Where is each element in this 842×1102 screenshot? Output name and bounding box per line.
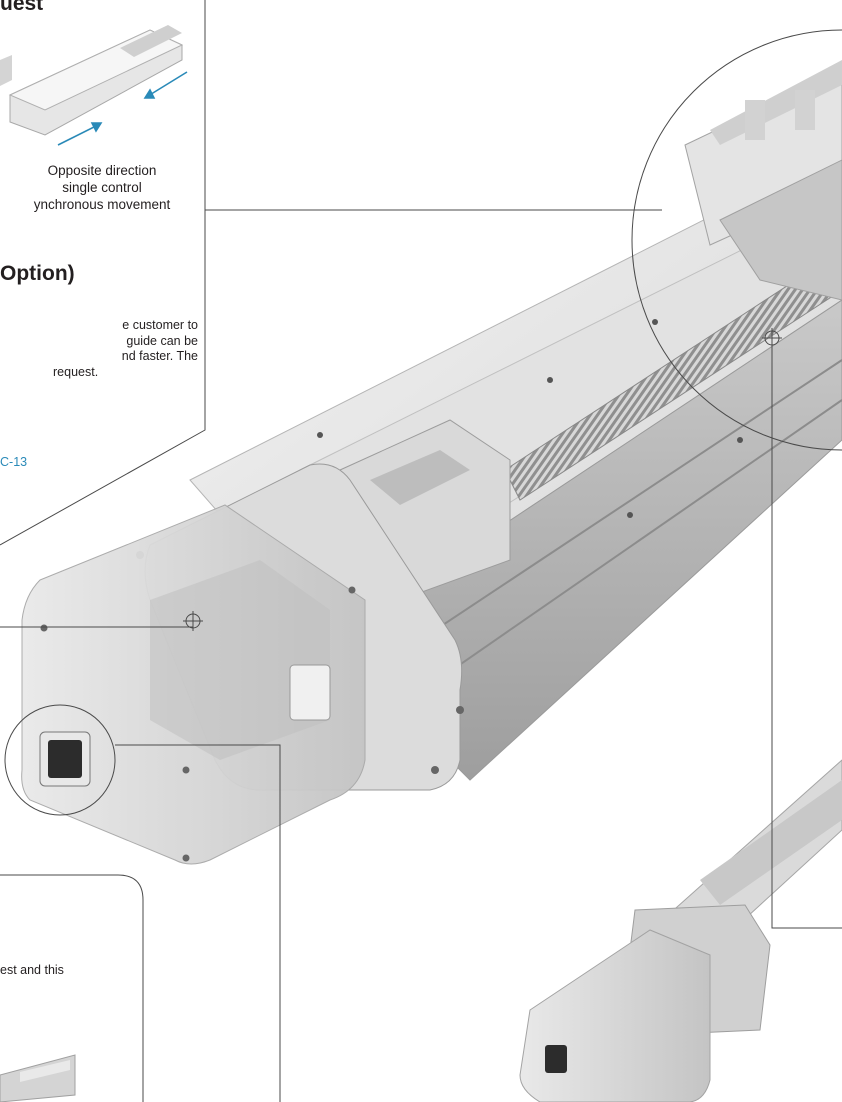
option-description: e customer to guide can be nd faster. Th… bbox=[0, 318, 198, 380]
page-reference-link[interactable]: C-13 bbox=[0, 455, 28, 469]
carriage-zoom bbox=[684, 60, 842, 301]
crosshair-markers bbox=[183, 328, 782, 631]
description-line: e customer to bbox=[122, 318, 198, 332]
slider-thumbnail bbox=[0, 25, 184, 136]
top-panel-border bbox=[0, 0, 206, 546]
direction-arrows bbox=[57, 71, 188, 146]
caption-line: ynchronous movement bbox=[33, 197, 171, 212]
movement-caption: Opposite direction single control ynchro… bbox=[2, 162, 202, 213]
description-line: nd faster. The bbox=[121, 349, 198, 363]
option-heading: Option) bbox=[0, 262, 75, 285]
bottom-panel-border bbox=[0, 874, 144, 1102]
motor-housing bbox=[21, 504, 366, 865]
connector-callout-circle bbox=[4, 704, 116, 816]
caption-line: single control bbox=[62, 180, 142, 195]
leader-lines bbox=[0, 209, 842, 1102]
small-actuator-view bbox=[519, 759, 842, 1102]
bottom-panel-text: est and this bbox=[0, 963, 64, 977]
description-line: guide can be bbox=[126, 333, 198, 348]
slider-thumbnail-bottom bbox=[0, 1054, 76, 1102]
screw-callout-circle bbox=[631, 29, 842, 451]
description-line: request. bbox=[53, 364, 99, 379]
caption-line: Opposite direction bbox=[47, 163, 157, 178]
section-heading-fragment: uest bbox=[0, 0, 44, 15]
